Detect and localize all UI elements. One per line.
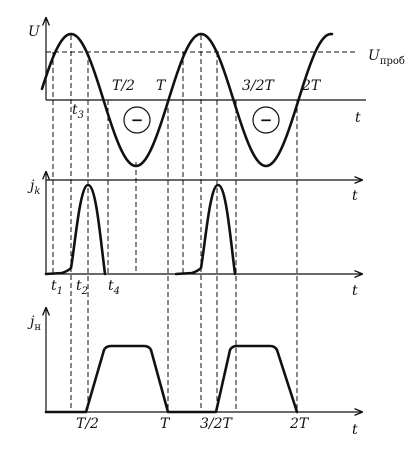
three-half-period-label: 3/2T (242, 78, 276, 94)
minus-sign-1: − (131, 111, 144, 129)
voltage-time-axis-label: t (355, 110, 361, 126)
t4-marker-label: t4 (108, 278, 120, 297)
jn-three-half-period-label: 3/2T (200, 416, 234, 432)
jn-period-label: T (160, 416, 171, 432)
minus-sign-2: − (260, 111, 273, 129)
jk-pulse-2 (174, 183, 237, 276)
jn-time-axis-label: t (352, 422, 358, 438)
jn-panel: jн t T/2 T 3/2T 2T (27, 308, 362, 438)
t3-marker-label: t3 (72, 102, 84, 121)
jn-two-period-label: 2T (289, 416, 310, 432)
voltage-panel: U t Uпроб t3 T/2 T 3/2T 2T − − (28, 18, 405, 168)
jn-waveform (44, 344, 299, 414)
half-period-label: T/2 (112, 78, 135, 94)
jk-time-axis-label: t (352, 283, 358, 299)
jn-half-period-label: T/2 (76, 416, 99, 432)
t1-marker-label: t1 (51, 278, 63, 297)
jn-axis-label: jн (27, 314, 41, 333)
jk-axis-label: jk (27, 178, 40, 197)
t2-marker-label: t2 (76, 278, 88, 297)
breakdown-voltage-label: Uпроб (368, 48, 405, 67)
time-guide-lines (52, 35, 298, 412)
negative-half-wave-sign-2 (252, 106, 280, 134)
jk-reference-time-label: t (352, 188, 358, 204)
voltage-axis-label: U (28, 24, 41, 40)
jk-panel: jk t t t1 t2 t4 (27, 172, 362, 299)
two-period-label: 2T (301, 78, 322, 94)
jk-pulse-1 (44, 183, 107, 276)
negative-half-wave-sign-1 (123, 106, 151, 134)
period-label: T (156, 78, 167, 94)
voltage-curve (40, 32, 334, 168)
